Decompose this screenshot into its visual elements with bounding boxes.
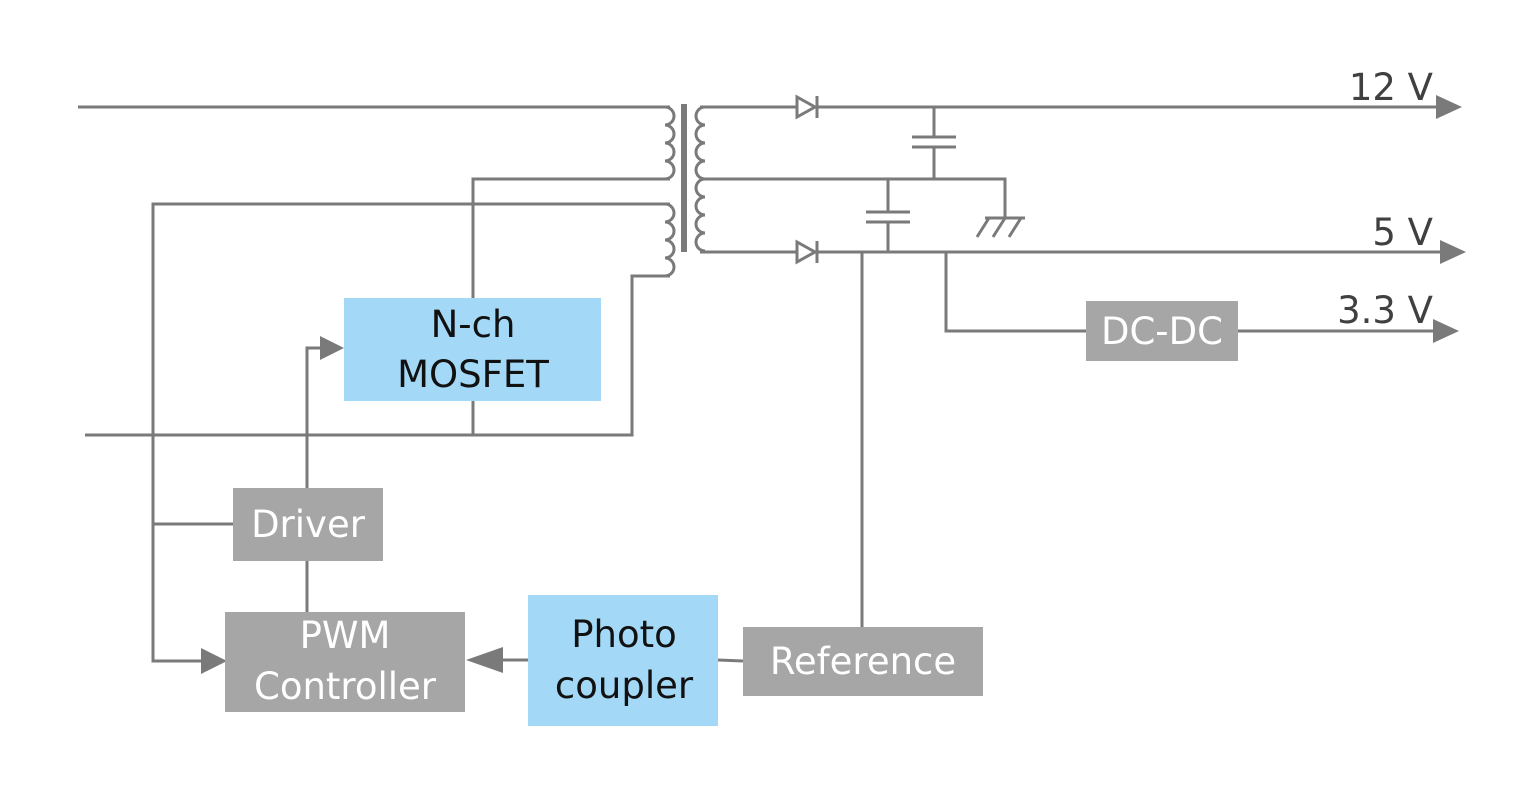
output-12v-label: 12 V <box>1349 66 1433 109</box>
photocoupler-label-line1: Photo <box>571 613 677 656</box>
dcdc-label: DC-DC <box>1101 310 1223 353</box>
arrow-photo-to-pwm-icon <box>466 647 503 673</box>
pwm-label-line1: PWM <box>300 614 391 657</box>
mosfet-label-line2: MOSFET <box>397 353 549 396</box>
diode-12v-triangle <box>795 94 819 120</box>
mosfet-label-line1: N-ch <box>431 303 516 346</box>
capacitor-12v <box>912 135 956 149</box>
arrow-pwm-feed-icon <box>201 648 227 674</box>
arrow-gate-icon <box>320 336 344 360</box>
primary-wiring <box>78 105 864 663</box>
mosfet-block: N-ch MOSFET <box>344 298 601 401</box>
arrow-12v-icon <box>1436 95 1462 119</box>
driver-label: Driver <box>251 503 366 546</box>
transformer <box>664 104 706 278</box>
diode-12v-icon <box>795 94 819 120</box>
ground-hatch-3 <box>1007 217 1023 238</box>
reference-block: Reference <box>743 627 983 696</box>
driver-to-gate-wire <box>305 346 322 488</box>
primary-to-mosfet-wire <box>471 177 670 299</box>
photocoupler-label-line2: coupler <box>555 664 694 707</box>
pwm-box <box>225 612 465 712</box>
driver-block: Driver <box>233 488 383 561</box>
output-5v-label: 5 V <box>1372 211 1433 254</box>
dcdc-box <box>1086 301 1238 361</box>
output-3v3-label: 3.3 V <box>1337 289 1433 332</box>
ground-icon <box>975 216 1025 238</box>
secondary-wiring <box>700 105 1440 333</box>
diode-5v-icon <box>795 239 819 265</box>
reference-label: Reference <box>770 640 956 683</box>
photocoupler-block: Photo coupler <box>528 595 718 726</box>
photocoupler-box <box>528 595 718 726</box>
aux-return-wire <box>85 274 670 437</box>
dcdc-block: DC-DC <box>1086 301 1238 361</box>
ground-hatch-1 <box>975 217 991 238</box>
aux-winding-wire <box>151 202 670 663</box>
branch-to-dcdc <box>944 252 1086 333</box>
capacitor-5v <box>866 210 910 224</box>
arrow-5v-icon <box>1440 240 1466 264</box>
aux-winding <box>664 202 676 278</box>
pwm-label-line2: Controller <box>254 665 437 708</box>
mosfet-box <box>344 298 601 401</box>
ref-to-photo-wire <box>717 658 744 663</box>
ground-hatch-2 <box>991 217 1007 238</box>
secondary-winding <box>694 105 706 254</box>
reference-box <box>743 627 983 696</box>
common-rail <box>700 177 1007 218</box>
diode-5v-triangle <box>795 239 819 265</box>
primary-winding <box>664 105 676 181</box>
arrowheads <box>201 95 1466 674</box>
driver-box <box>233 488 383 561</box>
arrow-3v3-icon <box>1433 319 1459 343</box>
pwm-block: PWM Controller <box>225 612 465 712</box>
